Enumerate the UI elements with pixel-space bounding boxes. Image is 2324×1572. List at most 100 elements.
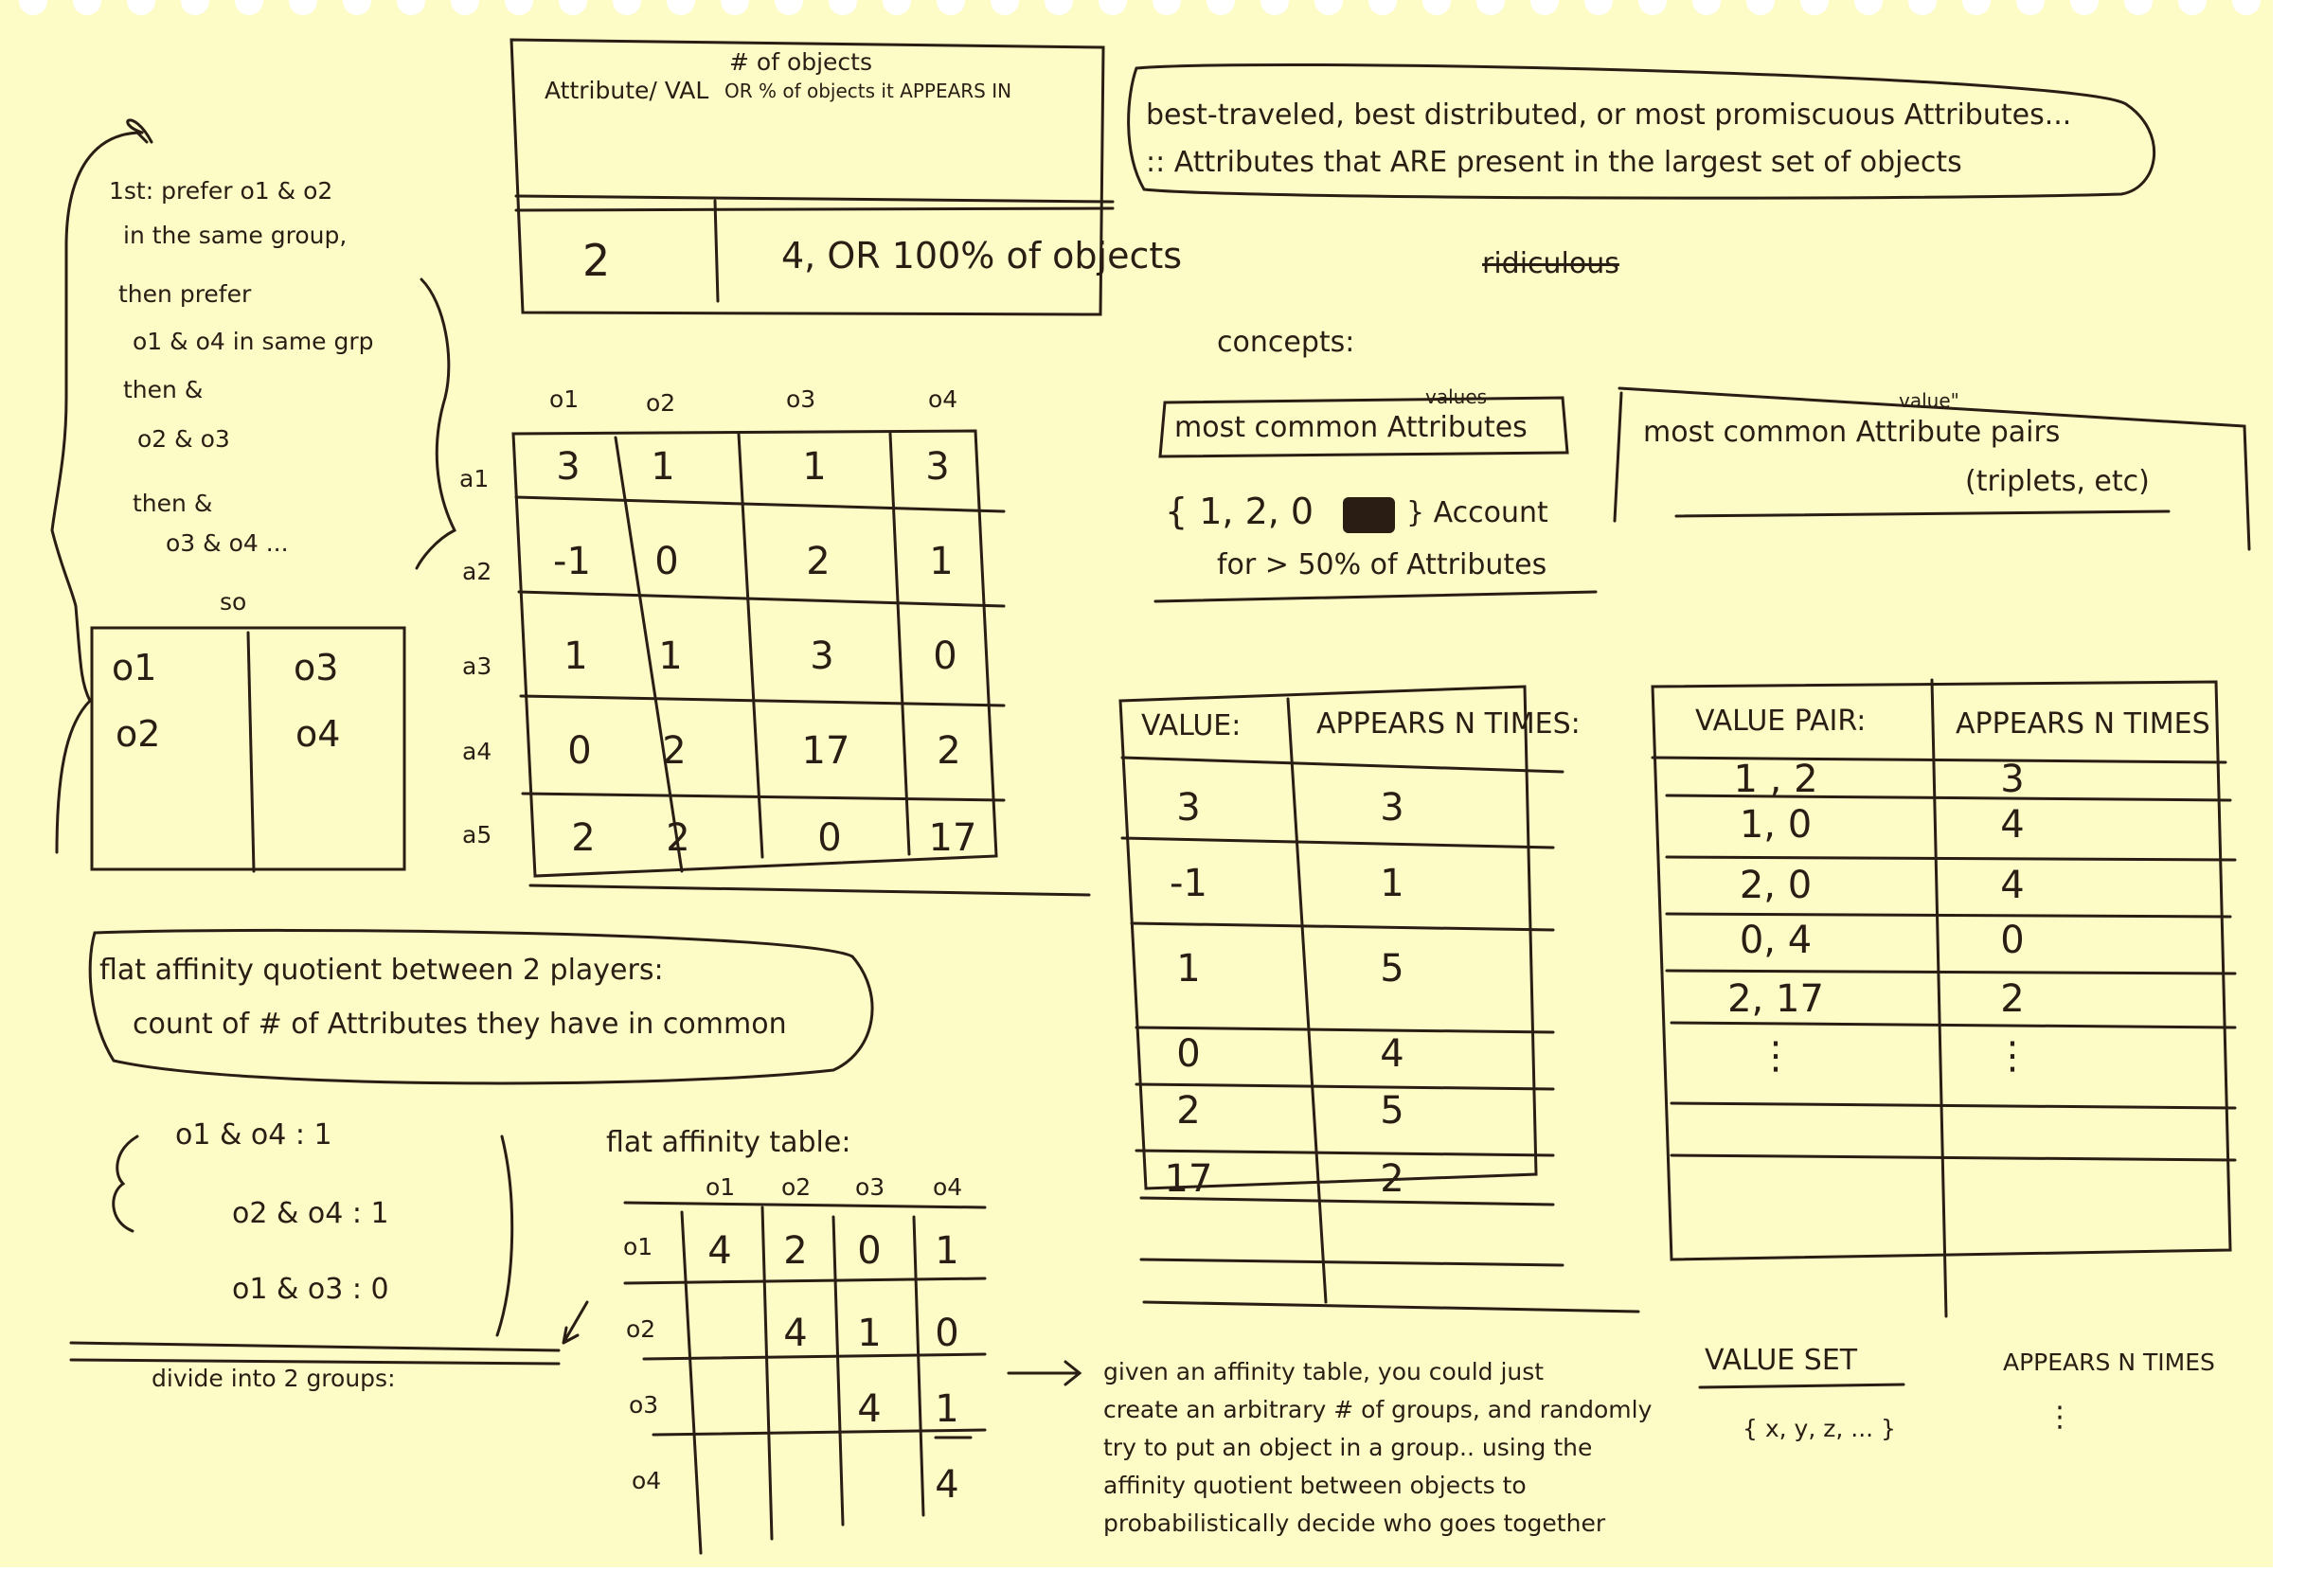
- value-table-header-count: APPEARS N TIMES:: [1316, 707, 1581, 741]
- concepts-label: concepts:: [1217, 326, 1355, 359]
- groups-box: [90, 626, 406, 871]
- pref-line-3: then prefer: [118, 280, 252, 308]
- value-table-count: 4: [1380, 1032, 1404, 1076]
- binder-hole: [667, 0, 695, 15]
- given-note-line-1: given an affinity table, you could just: [1103, 1358, 1545, 1385]
- pair-table-hrule: [1665, 855, 2237, 862]
- ink-drawing-layer: [50, 38, 2251, 1555]
- matrix-vline: [614, 436, 684, 873]
- pair-table-hrule: [1665, 969, 2237, 975]
- pair-table-outline: [1651, 680, 2232, 1261]
- matrix-row-header: a2: [462, 558, 492, 585]
- pair-table-hrule: [1665, 912, 2232, 919]
- value-set-dots: ⋮: [2046, 1401, 2074, 1434]
- binder-hole: [1638, 0, 1667, 15]
- top-table-box: [509, 38, 1105, 316]
- affinity-cell: 1: [857, 1312, 882, 1355]
- matrix-cell: 1: [563, 634, 588, 678]
- pref-line-5: then &: [123, 376, 204, 403]
- matrix-cell: -1: [553, 540, 591, 583]
- binder-hole: [1962, 0, 1991, 15]
- binder-hole: [1422, 0, 1451, 15]
- binder-hole: [2232, 0, 2261, 15]
- group-2-member: o4: [295, 713, 341, 755]
- matrix-cell: 3: [925, 445, 950, 489]
- value-table-hrule: [1139, 1258, 1564, 1267]
- ridiculous-struck: ridiculous: [1482, 247, 1619, 280]
- pairs-value-label: value": [1899, 389, 1959, 412]
- value-set-count-header: APPEARS N TIMES: [2003, 1349, 2215, 1376]
- matrix-cell: 2: [662, 729, 687, 773]
- binder-hole: [559, 0, 587, 15]
- given-arrow: [1007, 1360, 1082, 1386]
- promiscuous-line-1: best-traveled, best distributed, or most…: [1146, 98, 2072, 132]
- binder-hole: [397, 0, 425, 15]
- binder-hole: [1099, 0, 1127, 15]
- left-brace: [50, 131, 144, 854]
- pair-table-count: 4: [2000, 864, 2025, 907]
- aff-vline: [760, 1206, 774, 1541]
- matrix-row-header: a1: [459, 465, 490, 492]
- binder-hole: [289, 0, 317, 15]
- binder-hole: [1584, 0, 1613, 15]
- matrix-hline: [521, 792, 1006, 802]
- affinity-row-header: o2: [626, 1315, 656, 1343]
- matrix-row-header: a4: [462, 738, 492, 765]
- value-table-count: 3: [1380, 786, 1404, 830]
- matrix-col-header: o4: [928, 385, 958, 413]
- pairs-box: [1613, 386, 2251, 551]
- aff-hline: [652, 1428, 987, 1437]
- binder-hole: [1045, 0, 1073, 15]
- value-table-hrule: [1120, 836, 1555, 849]
- top-table-count: 4, OR 100% of objects: [781, 235, 1183, 277]
- pair-table-count: 2: [2000, 977, 2025, 1021]
- most-common-attributes-label: most common Attributes: [1174, 411, 1528, 444]
- given-note-line-3: try to put an object in a group.. using …: [1103, 1434, 1593, 1461]
- value-table-hrule: [1130, 921, 1555, 932]
- pair-table-vline: [1930, 678, 1948, 1318]
- pairs-underline: [1674, 509, 2171, 518]
- affinity-table-title: flat affinity table:: [606, 1126, 851, 1159]
- pair-table-hrule: [1651, 756, 2227, 764]
- right-brace: [415, 277, 457, 570]
- value-table-value: 0: [1176, 1032, 1201, 1076]
- matrix-cell: 0: [817, 816, 842, 860]
- pref-line-8: o3 & o4 ...: [166, 529, 289, 557]
- matrix-hline: [514, 495, 1006, 513]
- affinity-row-header: o1: [623, 1233, 653, 1260]
- affinity-note-line-1: flat affinity quotient between 2 players…: [99, 954, 664, 987]
- matrix-cell: 2: [937, 729, 961, 773]
- value-table-value: 1: [1176, 947, 1201, 991]
- binder-hole: [613, 0, 641, 15]
- aff-vline: [831, 1215, 845, 1527]
- most-common-pairs-sub: (triplets, etc): [1965, 465, 2150, 498]
- aff-vline: [680, 1210, 703, 1555]
- pair-table-header-pair: VALUE PAIR:: [1695, 705, 1867, 738]
- binder-hole: [1260, 0, 1289, 15]
- given-note-line-5: probabilistically decide who goes togeth…: [1103, 1509, 1606, 1537]
- value-table-count: 2: [1380, 1157, 1404, 1201]
- value-set-rule: [1698, 1383, 1905, 1389]
- pair-table-pair: 2, 0: [1739, 864, 1813, 907]
- matrix-cell: 2: [571, 816, 596, 860]
- pairs-brace-right: [495, 1134, 514, 1337]
- notebook-page: Attribute/ VAL # of objects OR % of obje…: [0, 0, 2273, 1567]
- affinity-col-header: o4: [933, 1173, 963, 1201]
- value-table-vline: [1286, 697, 1328, 1304]
- binder-hole: [2070, 0, 2099, 15]
- pair-affinity-item: o1 & o3 : 0: [232, 1273, 389, 1306]
- binder-hole: [1207, 0, 1235, 15]
- pair-table-hrule: [1665, 794, 2232, 802]
- value-table-hrule: [1135, 1082, 1555, 1091]
- pair-table-pair: ⋮: [1757, 1034, 1795, 1078]
- top-table-value: 2: [582, 235, 611, 286]
- scribble-mark: [1343, 497, 1395, 533]
- most-common-pairs-label: most common Attribute pairs: [1643, 416, 2061, 449]
- group-1-member: o1: [112, 647, 157, 688]
- matrix-cell: 1: [802, 445, 827, 489]
- binder-hole: [19, 0, 47, 15]
- matrix-hline: [517, 590, 1006, 608]
- pairs-brace-left: [112, 1134, 139, 1233]
- binder-hole: [2178, 0, 2207, 15]
- top-table-divider: [713, 199, 720, 303]
